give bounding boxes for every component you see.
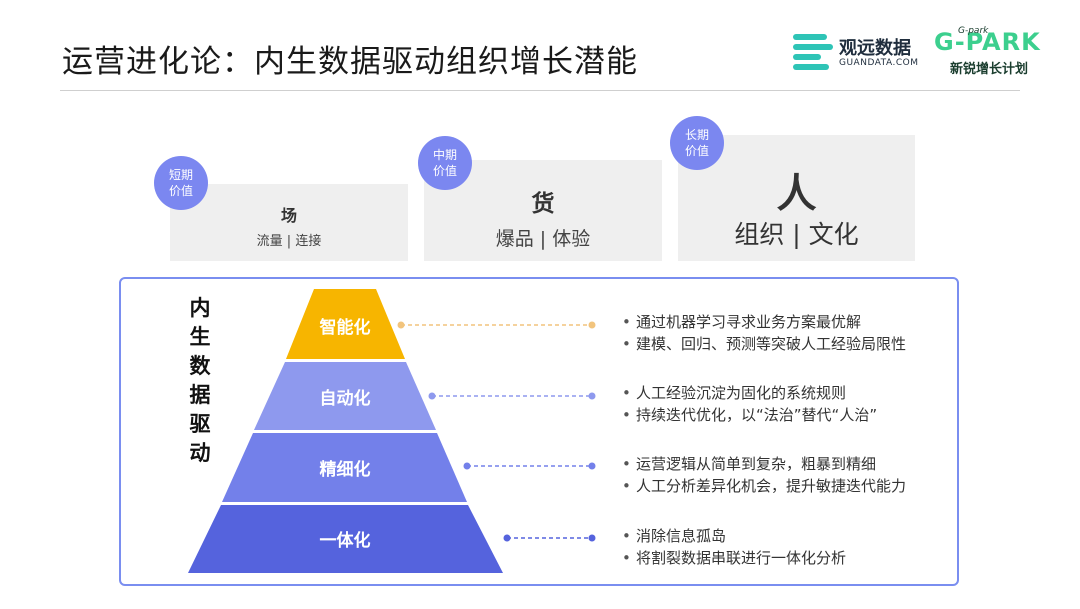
value-card-subtitle: 流量 | 连接 [256, 234, 322, 249]
pyramid-tier-label: 一体化 [319, 531, 371, 551]
value-card-short: 场 流量 | 连接 [170, 184, 408, 261]
value-card-subtitle: 爆品 | 体验 [495, 228, 591, 250]
pyramid-tier-intelligent [286, 289, 405, 359]
pyramid-frame [119, 277, 959, 586]
bullet-item: 建模、回归、预测等突破人工经验局限性 [622, 333, 936, 355]
bullet-item: 运营逻辑从简单到复杂，粗暴到精细 [622, 453, 936, 475]
gpark-logo: G-PARK G-park 新锐增长计划 [930, 26, 1045, 78]
bullet-item: 通过机器学习寻求业务方案最优解 [622, 311, 936, 333]
pyramid-side-title: 内 生 数 据 驱 动 [189, 296, 211, 465]
bullet-item: 人工经验沉淀为固化的系统规则 [622, 382, 936, 404]
guandata-logo-icon [793, 34, 833, 72]
gpark-script: G-park [958, 26, 989, 36]
gpark-subtitle: 新锐增长计划 [950, 62, 1029, 77]
gpark-wordmark: G-PARK [934, 28, 1041, 56]
value-card-title: 货 [531, 191, 555, 217]
pyramid-tier-label: 自动化 [319, 389, 371, 409]
badge-long-term: 长期价值 [670, 116, 724, 170]
value-card-title: 人 [776, 171, 817, 217]
value-card-title: 场 [280, 206, 297, 225]
bullet-item: 持续迭代优化，以“法治”替代“人治” [622, 404, 936, 426]
title-divider [60, 90, 1020, 91]
bullet-item: 人工分析差异化机会，提升敏捷迭代能力 [622, 475, 914, 497]
slide-title: 运营进化论：内生数据驱动组织增长潜能 [62, 44, 638, 80]
pyramid-tier-label: 精细化 [319, 460, 371, 480]
bullet-item: 消除信息孤岛 [622, 525, 936, 547]
guandata-logo-en: GUANDATA.COM [839, 58, 919, 68]
pyramid-tier-refined [222, 433, 467, 502]
badge-short-term: 短期价值 [154, 156, 208, 210]
guandata-logo-cn: 观远数据 [839, 38, 911, 59]
badge-mid-term: 中期价值 [418, 136, 472, 190]
bullet-item: 将割裂数据串联进行一体化分析 [622, 547, 936, 569]
pyramid-tier-automated [254, 362, 436, 430]
pyramid-tier-integrated [188, 505, 503, 573]
pyramid-tier-label: 智能化 [319, 318, 371, 338]
value-card-subtitle: 组织 | 文化 [734, 220, 859, 249]
guandata-logo: 观远数据 GUANDATA.COM [793, 30, 953, 78]
